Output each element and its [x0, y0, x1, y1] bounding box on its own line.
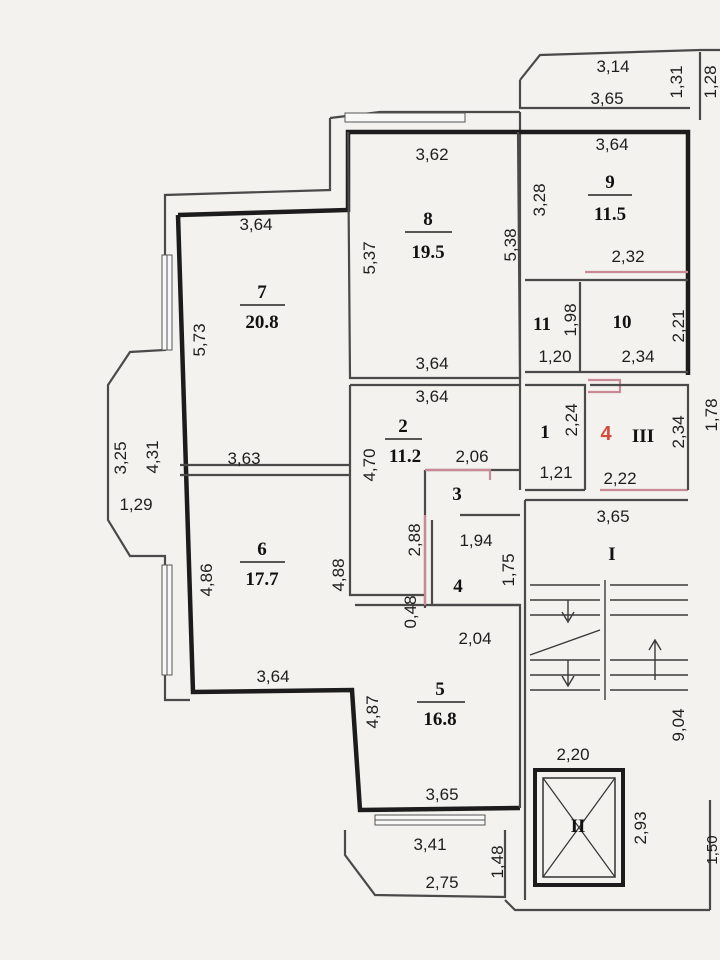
dimension-label: 1,21: [539, 463, 572, 482]
room-5-label: 5 16.8: [417, 679, 465, 730]
dimension-label: 5,38: [501, 228, 520, 261]
dimension-label: 3,65: [596, 507, 629, 526]
dimension-label: 1,78: [702, 398, 720, 431]
dimension-label: 5,37: [360, 241, 379, 274]
dimension-label: 3,65: [590, 89, 623, 108]
room-7-number: 7: [257, 282, 267, 303]
dimension-label: 4,86: [197, 563, 216, 596]
room-6-label: 6 17.7: [240, 539, 285, 590]
dimension-label: 3,28: [530, 183, 549, 216]
room-6-area: 17.7: [245, 569, 279, 590]
dimension-label: 9,04: [669, 708, 688, 741]
dimension-label: 3,25: [111, 441, 130, 474]
room-7-label: 7 20.8: [240, 282, 285, 333]
room-5-area: 16.8: [423, 709, 456, 730]
stairwell-label: I: [608, 544, 615, 565]
dimension-label: 2,06: [455, 447, 488, 466]
dimension-label: 2,34: [669, 415, 688, 448]
room-9-number: 9: [605, 172, 615, 193]
apartment-marker: 4: [600, 423, 612, 445]
dimension-label: 1,29: [119, 495, 152, 514]
dimension-label: 2,88: [405, 523, 424, 556]
dimension-label: 1,31: [667, 65, 686, 98]
dimension-label: 4,87: [363, 695, 382, 728]
room-2-number: 2: [398, 416, 408, 437]
dimension-label: 2,34: [621, 347, 654, 366]
dimension-label: 0,48: [401, 595, 420, 628]
dimension-label: 4,70: [360, 448, 379, 481]
room-2-label: 2 11.2: [385, 416, 422, 467]
room-8-area: 19.5: [411, 242, 444, 263]
windows: [161, 112, 486, 826]
dimension-label: 4,31: [143, 440, 162, 473]
room-labels: 7 20.8 8 19.5 9 11.5 10 11 2 11.2 1 3 4 …: [240, 172, 654, 837]
dimension-label: 1,50: [704, 835, 720, 864]
dimension-label: 2,20: [556, 745, 589, 764]
room-8-number: 8: [423, 209, 433, 230]
dimension-label: 2,93: [631, 811, 650, 844]
dimension-label: 2,21: [669, 309, 688, 342]
dimension-label: 3,65: [425, 785, 458, 804]
dimension-label: 1,48: [488, 845, 507, 878]
dimension-labels: 3,14 1,31 1,28 3,65 3,62 3,64 3,28 5,37 …: [111, 57, 720, 892]
dimension-label: 4,88: [329, 558, 348, 591]
dimension-label: 2,04: [458, 629, 491, 648]
dimension-label: 1,20: [538, 347, 571, 366]
dimension-label: 3,63: [227, 449, 260, 468]
room-1-number: 1: [540, 422, 550, 443]
room-8-label: 8 19.5: [405, 209, 452, 263]
lift-shaft: [533, 768, 625, 887]
dimension-label: 3,62: [415, 145, 448, 164]
room-9-area: 11.5: [594, 204, 626, 225]
dimension-label: 1,98: [561, 303, 580, 336]
room-6-number: 6: [257, 539, 267, 560]
dimension-label: 3,64: [415, 387, 448, 406]
dimension-label: 2,24: [562, 403, 581, 436]
room-3-number: 3: [452, 484, 462, 505]
room-2-area: 11.2: [389, 446, 421, 467]
dimension-label: 2,22: [603, 469, 636, 488]
dimension-label: 3,64: [256, 667, 289, 686]
room-9-label: 9 11.5: [588, 172, 632, 225]
dimension-label: 3,64: [239, 215, 272, 234]
lift-label: II: [571, 816, 586, 837]
dimension-label: 2,32: [611, 247, 644, 266]
room-11-number: 11: [533, 314, 551, 335]
room-5-number: 5: [435, 679, 445, 700]
dimension-label: 3,64: [595, 135, 628, 154]
room-7-area: 20.8: [245, 312, 278, 333]
dimension-label: 3,14: [596, 57, 629, 76]
room-4-number: 4: [453, 576, 463, 597]
dimension-label: 3,64: [415, 354, 448, 373]
staircase: [529, 580, 688, 700]
interior-walls: [180, 131, 690, 900]
hall-label: III: [632, 426, 654, 447]
dimension-label: 1,94: [459, 531, 492, 550]
dimension-label: 3,41: [413, 835, 446, 854]
dimension-label: 1,28: [701, 65, 720, 98]
dimension-label: 5,73: [190, 323, 209, 356]
room-10-number: 10: [613, 312, 632, 333]
dimension-label: 1,75: [499, 553, 518, 586]
dimension-label: 2,75: [425, 873, 458, 892]
